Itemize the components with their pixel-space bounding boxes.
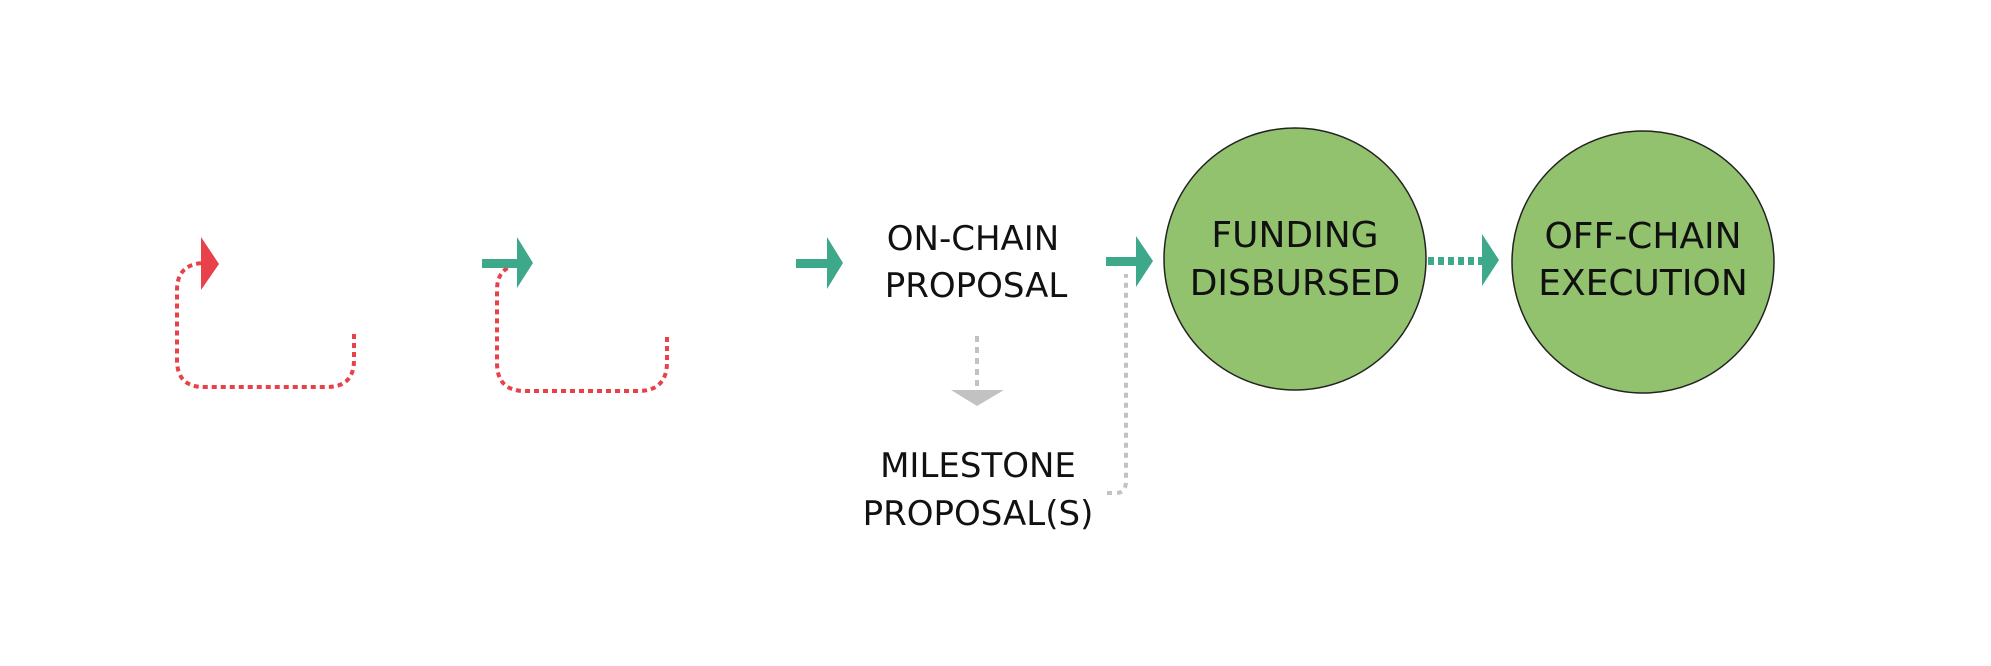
arrow-to-off-chain-head-icon xyxy=(1482,234,1499,286)
funding-disbursed-line2: DISBURSED xyxy=(1190,263,1401,304)
loop-2-arrow-shaft xyxy=(482,259,518,268)
off-chain-execution-line1: OFF-CHAIN xyxy=(1544,216,1741,257)
milestone-proposals-line2: PROPOSAL(S) xyxy=(863,494,1094,534)
loop-arrow-2 xyxy=(482,237,669,393)
node-milestone-proposals: MILESTONE PROPOSAL(S) xyxy=(863,446,1094,534)
arrow-to-funding xyxy=(1106,236,1153,287)
arrow-to-off-chain xyxy=(1428,234,1499,286)
loop-2-dotted-path xyxy=(495,263,669,393)
loop-arrow-1 xyxy=(175,237,356,389)
milestone-proposals-line1: MILESTONE xyxy=(880,446,1076,486)
off-chain-execution-circle xyxy=(1511,130,1775,394)
funding-disbursed-circle xyxy=(1163,127,1427,391)
loop-1-dotted-path xyxy=(175,261,356,389)
arrow-to-on-chain-head-icon xyxy=(827,237,843,289)
node-funding-disbursed: FUNDING DISBURSED xyxy=(1163,127,1427,391)
off-chain-execution-line2: EXECUTION xyxy=(1538,263,1748,304)
arrow-to-on-chain xyxy=(796,237,843,289)
funding-disbursed-line1: FUNDING xyxy=(1211,215,1378,256)
arrow-to-funding-head-icon xyxy=(1136,236,1153,287)
node-on-chain-proposal: ON-CHAIN PROPOSAL xyxy=(885,219,1068,306)
milestone-to-funding-dotted-connector xyxy=(1107,274,1128,495)
loop-2-arrowhead-icon xyxy=(517,237,533,288)
node-off-chain-execution: OFF-CHAIN EXECUTION xyxy=(1511,130,1775,394)
arrow-to-milestone-head-icon xyxy=(951,390,1004,406)
on-chain-proposal-line1: ON-CHAIN xyxy=(887,219,1060,259)
loop-1-arrowhead-icon xyxy=(201,237,219,290)
arrow-to-funding-shaft xyxy=(1106,257,1138,266)
arrow-to-milestone xyxy=(951,336,1004,406)
on-chain-proposal-line2: PROPOSAL xyxy=(885,266,1068,306)
arrow-to-on-chain-shaft xyxy=(796,259,828,268)
